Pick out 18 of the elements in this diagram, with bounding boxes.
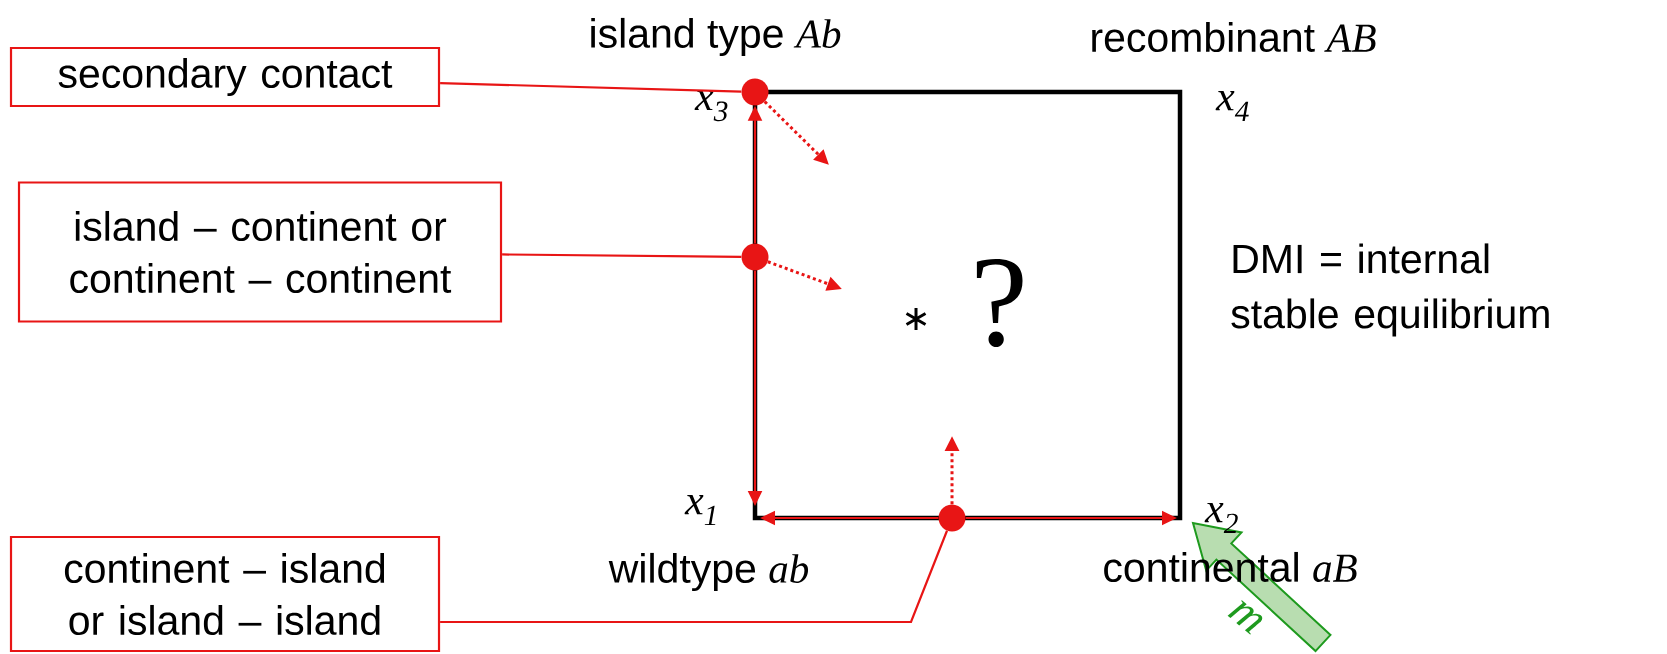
callout-box: continent – island or island – island (9, 535, 441, 653)
genotype-label: island type Ab (591, 17, 841, 57)
corner-label: x$_{4}$ (1215, 91, 1249, 122)
corner-label: x$_{2}$ (1204, 502, 1238, 534)
migration-label: m (1227, 600, 1263, 635)
leader-line (502, 253, 742, 258)
state-dot (938, 504, 966, 532)
state-dot (741, 243, 769, 271)
corner-label: x$_{1}$ (684, 494, 716, 526)
genotype-label: recombinant AB (1092, 21, 1376, 53)
callout-box: island – continent or continent – continent (17, 181, 503, 323)
genotype-label: wildtype ab (608, 552, 809, 592)
callout-box: secondary contact (9, 46, 441, 108)
note-text: DMI = internal stable equilibrium (1231, 243, 1549, 337)
leader-line (440, 530, 948, 624)
question-mark: ? (976, 259, 1023, 347)
leader-line (440, 81, 742, 93)
corner-label: x$_{3}$ (694, 90, 728, 122)
